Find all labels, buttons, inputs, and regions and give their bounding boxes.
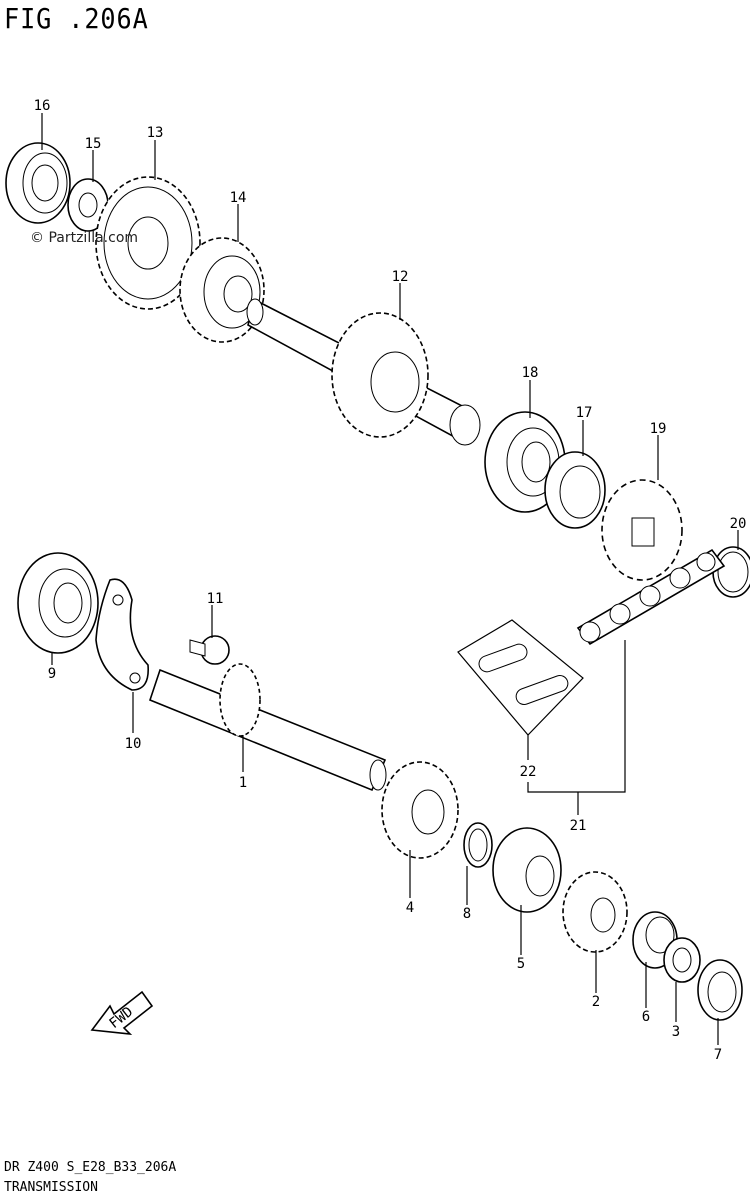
callout-19[interactable]: 19 [650,421,667,437]
callout-4[interactable]: 4 [406,900,414,916]
part-11-screw[interactable] [189,635,230,665]
callout-12[interactable]: 12 [392,269,409,285]
part-19-sprocket[interactable] [601,479,683,581]
part-22-chain-joint[interactable] [457,619,584,736]
footer-diagram-code: DR Z400 S_E28_B33_206A [4,1160,177,1175]
part-20-circlip[interactable] [712,546,750,598]
part-13-gear[interactable] [95,176,201,310]
part-8-circlip[interactable] [463,822,493,868]
callout-13[interactable]: 13 [147,125,164,141]
callout-20[interactable]: 20 [730,516,747,532]
part-7-needle-bearing[interactable] [697,959,743,1021]
callout-3[interactable]: 3 [672,1024,680,1040]
part-21-drive-chain[interactable] [576,548,726,646]
part-5-gear[interactable] [492,827,562,913]
part-9-bearing[interactable] [17,552,99,654]
forward-arrow-icon: FWD [90,990,154,1036]
part-4-gear[interactable] [381,761,459,859]
callout-8[interactable]: 8 [463,906,471,922]
part-14-gear[interactable] [179,237,265,343]
callout-16[interactable]: 16 [34,98,51,114]
callout-6[interactable]: 6 [642,1009,650,1025]
figure-title: FIG .206A [4,2,149,35]
callout-11[interactable]: 11 [207,591,224,607]
callout-7[interactable]: 7 [714,1047,722,1063]
watermark-text: © Partzilla.com [30,230,139,246]
callout-10[interactable]: 10 [125,736,142,752]
callout-1[interactable]: 1 [239,775,247,791]
callout-5[interactable]: 5 [517,956,525,972]
callout-15[interactable]: 15 [85,136,102,152]
callout-22[interactable]: 22 [520,764,537,780]
part-16-bearing[interactable] [5,142,71,224]
callout-14[interactable]: 14 [230,190,247,206]
part-10-bearing-retainer[interactable] [95,578,149,691]
footer-diagram-name: TRANSMISSION [4,1180,98,1195]
callout-9[interactable]: 9 [48,666,56,682]
callout-21[interactable]: 21 [570,818,587,834]
callout-17[interactable]: 17 [576,405,593,421]
leader-lines [41,113,739,1045]
part-3-washer[interactable] [663,937,701,983]
part-2-gear[interactable] [562,871,628,953]
part-1-driveshaft[interactable] [149,663,387,792]
callout-2[interactable]: 2 [592,994,600,1010]
part-17-oil-seal[interactable] [544,451,606,529]
part-12-countershaft[interactable] [246,298,481,446]
callout-18[interactable]: 18 [522,365,539,381]
callout-labels: 1 2 3 4 5 6 7 8 9 10 11 12 13 14 15 16 1… [34,98,747,1063]
